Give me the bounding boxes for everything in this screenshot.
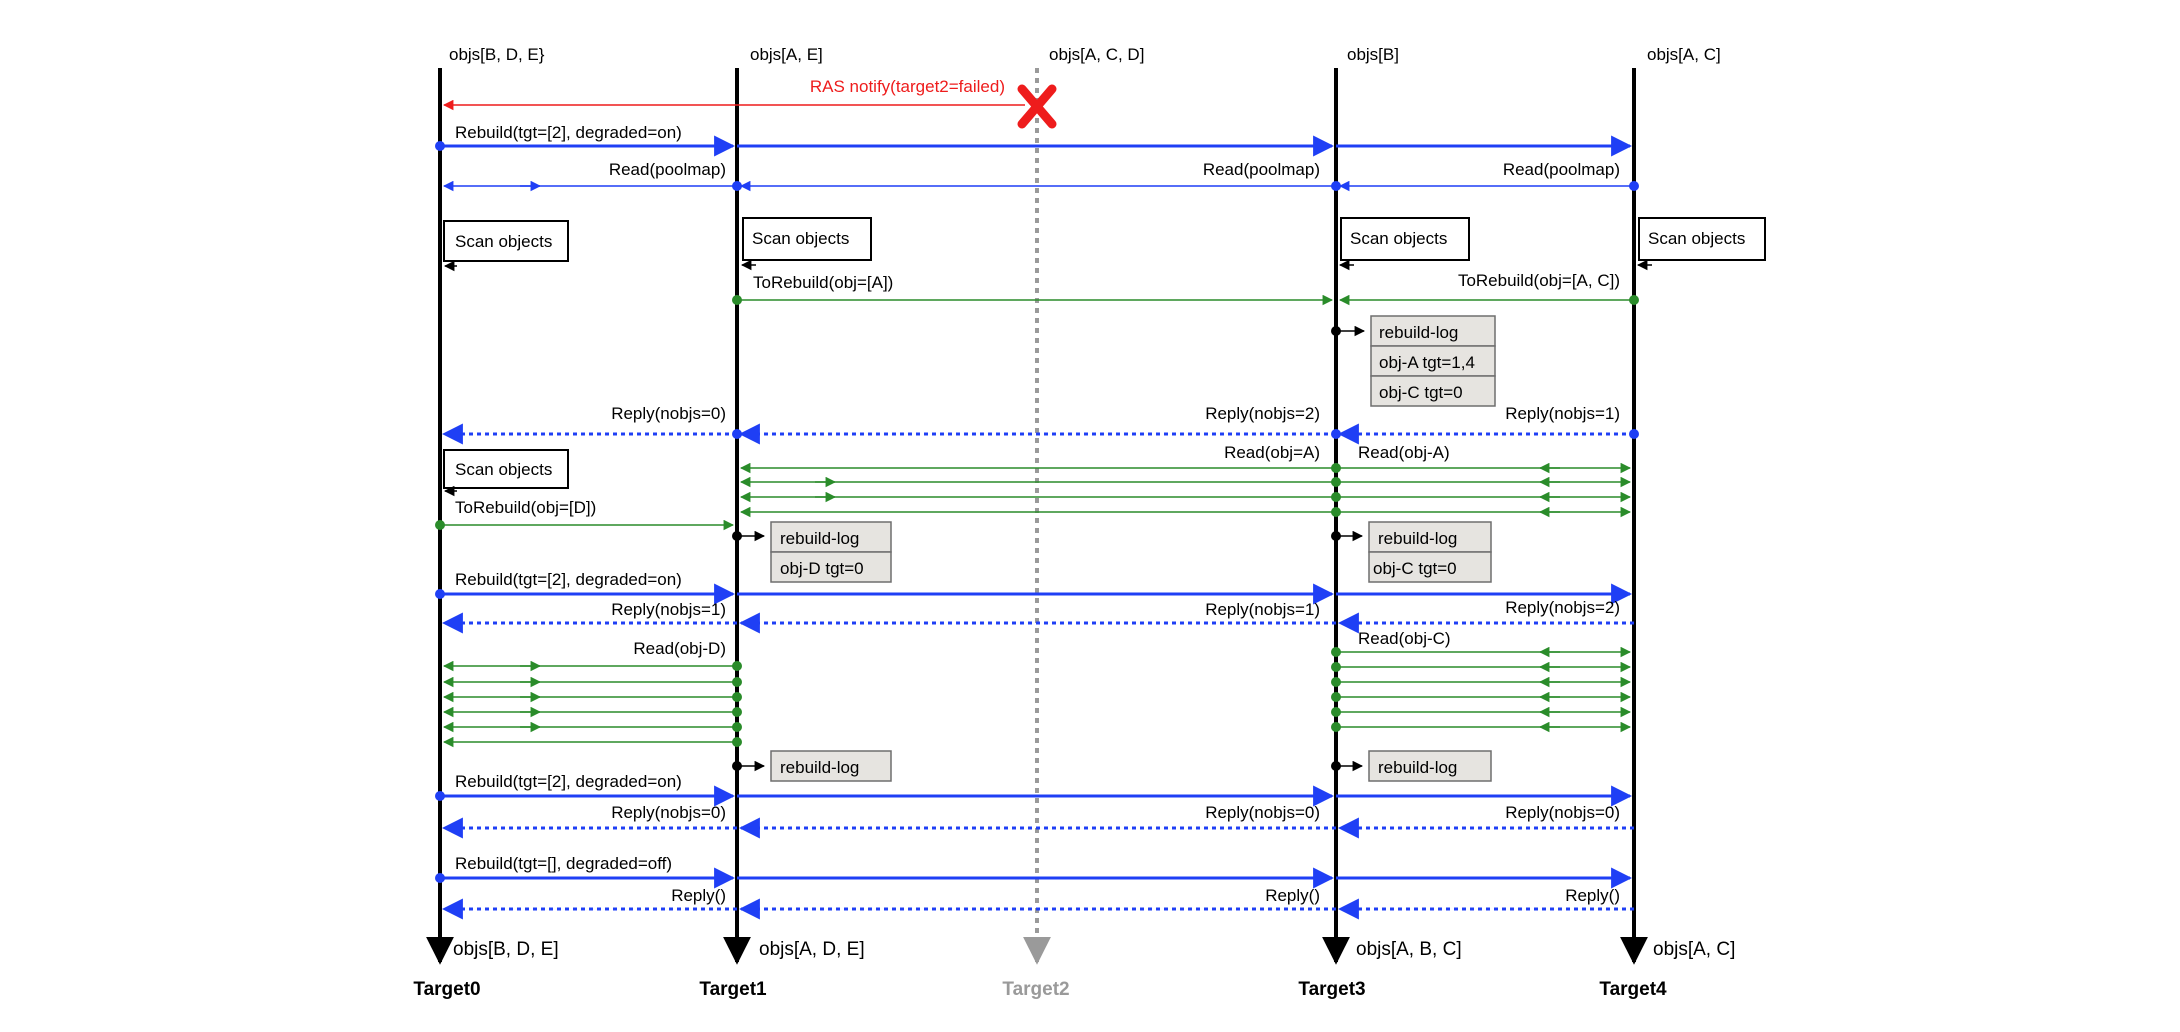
rebuild-broadcast-2: Rebuild(tgt=[2], degraded=on) xyxy=(435,570,1633,605)
read-obj-d-burst: Read(obj-D) xyxy=(442,639,742,748)
read-obj-a-label-2: Read(obj-A) xyxy=(1358,443,1450,462)
reply-label: Reply() xyxy=(1565,886,1620,905)
rebuild-log-t1-1: rebuild-log obj-D tgt=0 xyxy=(732,521,892,583)
log-row: obj-C tgt=0 xyxy=(1379,383,1463,402)
read-obj-c-label: Read(obj-C) xyxy=(1358,629,1451,648)
target-names: Target0 Target1 Target2 Target3 Target4 xyxy=(413,979,1667,1000)
rebuild-log-t1-2: rebuild-log xyxy=(732,750,892,782)
to-rebuild-d-message: ToRebuild(obj=[D]) xyxy=(435,498,735,531)
log-row: obj-D tgt=0 xyxy=(780,559,864,578)
target2-name: Target2 xyxy=(1002,979,1069,1000)
reply-label: Reply(nobjs=1) xyxy=(1505,404,1620,423)
reply-label: Reply(nobjs=0) xyxy=(611,404,726,423)
scan-objects-note-t0-2: Scan objects xyxy=(443,449,569,497)
target3-name: Target3 xyxy=(1298,979,1365,1000)
poolmap-label-1: Read(poolmap) xyxy=(609,160,726,179)
log-title: rebuild-log xyxy=(1379,323,1458,342)
read-obj-d-label: Read(obj-D) xyxy=(633,639,726,658)
log-title: rebuild-log xyxy=(780,758,859,777)
reply-round-4: Reply() Reply() Reply() xyxy=(441,886,1634,920)
final-object-labels: objs[B, D, E] objs[A, D, E] objs[A, B, C… xyxy=(453,939,1735,960)
target0-name: Target0 xyxy=(413,979,480,1000)
target4-name: Target4 xyxy=(1599,979,1667,1000)
reply-round-2: Reply(nobjs=1) Reply(nobjs=1) Reply(nobj… xyxy=(441,598,1634,634)
reply-label: Reply(nobjs=1) xyxy=(611,600,726,619)
target3-final-objs: objs[A, B, C] xyxy=(1356,939,1462,960)
lifelines xyxy=(426,68,1648,965)
log-title: rebuild-log xyxy=(1378,758,1457,777)
reply-label: Reply(nobjs=0) xyxy=(1205,803,1320,822)
target0-initial-objs: objs[B, D, E} xyxy=(449,45,545,64)
scan-objects-note-t4: Scan objects xyxy=(1636,217,1766,271)
reply-label: Reply(nobjs=0) xyxy=(611,803,726,822)
target1-name: Target1 xyxy=(699,979,767,1000)
target1-initial-objs: objs[A, E] xyxy=(750,45,823,64)
scan-objects-notes: Scan objects Scan objects Scan objects S… xyxy=(443,217,1766,272)
scan-objects-label: Scan objects xyxy=(1648,229,1745,248)
read-obj-c-burst: Read(obj-C) xyxy=(1331,629,1632,733)
rebuild-broadcast-3: Rebuild(tgt=[2], degraded=on) xyxy=(435,772,1633,807)
log-row: obj-C tgt=0 xyxy=(1373,559,1457,578)
reply-label: Reply(nobjs=2) xyxy=(1505,598,1620,617)
to-rebuild-ac-label: ToRebuild(obj=[A, C]) xyxy=(1458,271,1620,290)
scan-objects-label: Scan objects xyxy=(1350,229,1447,248)
reply-label: Reply(nobjs=1) xyxy=(1205,600,1320,619)
ras-notify-message: RAS notify(target2=failed) xyxy=(442,77,1057,129)
rebuild-4-label: Rebuild(tgt=[], degraded=off) xyxy=(455,854,672,873)
poolmap-label-2: Read(poolmap) xyxy=(1203,160,1320,179)
log-title: rebuild-log xyxy=(780,529,859,548)
reply-label: Reply() xyxy=(671,886,726,905)
target4-final-objs: objs[A, C] xyxy=(1653,939,1735,960)
top-object-labels: objs[B, D, E} objs[A, E] objs[A, C, D] o… xyxy=(449,45,1721,64)
target4-initial-objs: objs[A, C] xyxy=(1647,45,1721,64)
rebuild-3-label: Rebuild(tgt=[2], degraded=on) xyxy=(455,772,682,791)
scan-objects-label: Scan objects xyxy=(455,460,552,479)
rebuild-2-label: Rebuild(tgt=[2], degraded=on) xyxy=(455,570,682,589)
target1-final-objs: objs[A, D, E] xyxy=(759,939,865,960)
red-x-icon xyxy=(1017,84,1057,129)
log-row: obj-A tgt=1,4 xyxy=(1379,353,1475,372)
scan-objects-label: Scan objects xyxy=(752,229,849,248)
poolmap-dot-t1 xyxy=(732,181,742,191)
scan-objects-note-t0: Scan objects xyxy=(443,220,569,272)
rebuild-1-label: Rebuild(tgt=[2], degraded=on) xyxy=(455,123,682,142)
reply-label: Reply(nobjs=0) xyxy=(1505,803,1620,822)
reply-label: Reply() xyxy=(1265,886,1320,905)
rebuild-log-t3-3: rebuild-log xyxy=(1331,750,1492,782)
log-title: rebuild-log xyxy=(1378,529,1457,548)
to-rebuild-a-label: ToRebuild(obj=[A]) xyxy=(753,273,893,292)
to-rebuild-d-label: ToRebuild(obj=[D]) xyxy=(455,498,596,517)
poolmap-label-3: Read(poolmap) xyxy=(1503,160,1620,179)
rebuild-log-t3-2: rebuild-log obj-C tgt=0 xyxy=(1331,521,1492,583)
scan-objects-label: Scan objects xyxy=(455,232,552,251)
rebuild-log-t3-1: rebuild-log obj-A tgt=1,4 obj-C tgt=0 xyxy=(1331,315,1496,407)
read-obj-a-label: Read(obj=A) xyxy=(1224,443,1320,462)
reply-round-3: Reply(nobjs=0) Reply(nobjs=0) Reply(nobj… xyxy=(441,803,1634,839)
read-poolmap-exchanges: Read(poolmap) Read(poolmap) Read(poolmap… xyxy=(442,160,1639,192)
reply-label: Reply(nobjs=2) xyxy=(1205,404,1320,423)
read-obj-a-burst: Read(obj=A) Read(obj-A) xyxy=(739,443,1632,518)
ras-notify-label: RAS notify(target2=failed) xyxy=(810,77,1005,96)
poolmap-dot-t4 xyxy=(1629,181,1639,191)
to-rebuild-messages-1: ToRebuild(obj=[A]) ToRebuild(obj=[A, C]) xyxy=(732,271,1639,306)
target2-initial-objs: objs[A, C, D] xyxy=(1049,45,1144,64)
rebuild-broadcast-1: Rebuild(tgt=[2], degraded=on) xyxy=(435,123,1633,157)
poolmap-dot-t3 xyxy=(1331,181,1341,191)
scan-objects-note-t1: Scan objects xyxy=(740,217,872,271)
scan-objects-note-t3: Scan objects xyxy=(1338,217,1470,271)
reply-round-1: Reply(nobjs=0) Reply(nobjs=2) Reply(nobj… xyxy=(441,404,1639,445)
target0-final-objs: objs[B, D, E] xyxy=(453,939,559,960)
rebuild-broadcast-4: Rebuild(tgt=[], degraded=off) xyxy=(435,854,1633,889)
target3-initial-objs: objs[B] xyxy=(1347,45,1399,64)
